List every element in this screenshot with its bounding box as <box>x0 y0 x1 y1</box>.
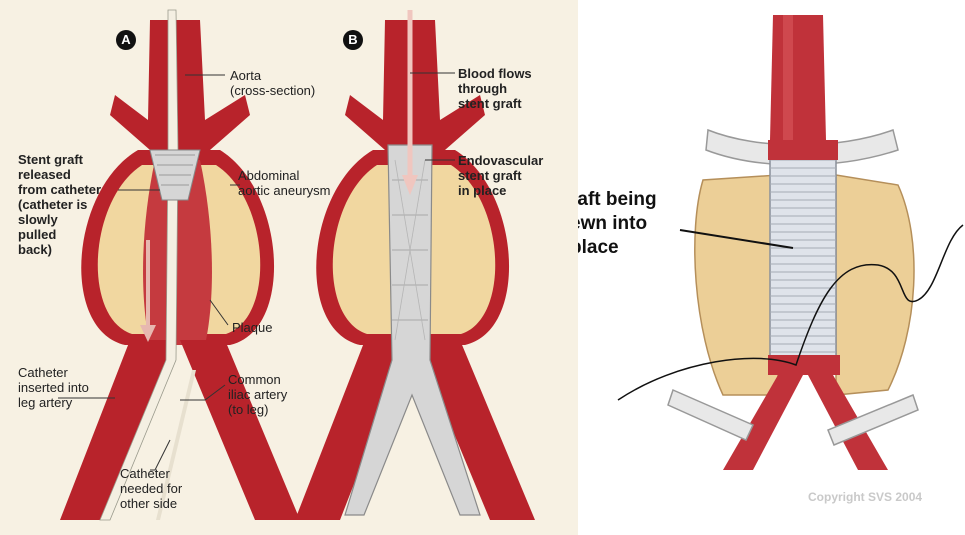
copyright-text: Copyright SVS 2004 <box>808 490 922 504</box>
label-catheter-other-side: Catheter needed for other side <box>120 466 182 511</box>
label-endovascular: Endovascular stent graft in place <box>458 153 543 198</box>
badge-b: B <box>343 30 363 50</box>
label-aorta: Aorta (cross-section) <box>230 68 315 98</box>
aneurysm-sac-left <box>695 175 778 395</box>
label-stent-released: Stent graft released from catheter (cath… <box>18 152 101 257</box>
label-plaque: Plaque <box>232 320 272 335</box>
open-repair-illustration <box>578 0 965 535</box>
badge-a: A <box>116 30 136 50</box>
label-iliac-artery: Common iliac artery (to leg) <box>228 372 287 417</box>
aneurysm-sac-right <box>836 175 914 395</box>
lower-clamp-left <box>668 390 753 440</box>
label-aneurysm: Abdominal aortic aneurysm <box>238 168 330 198</box>
endovascular-repair-panel: A B Aorta (cross-section) Stent graft re… <box>0 0 578 535</box>
label-graft-being-sewn: raft being ewn into place <box>578 188 657 260</box>
label-catheter-inserted: Catheter inserted into leg artery <box>18 365 89 410</box>
open-repair-panel: raft being ewn into place Copyright SVS … <box>578 0 965 535</box>
label-blood-flows: Blood flows through stent graft <box>458 66 532 111</box>
